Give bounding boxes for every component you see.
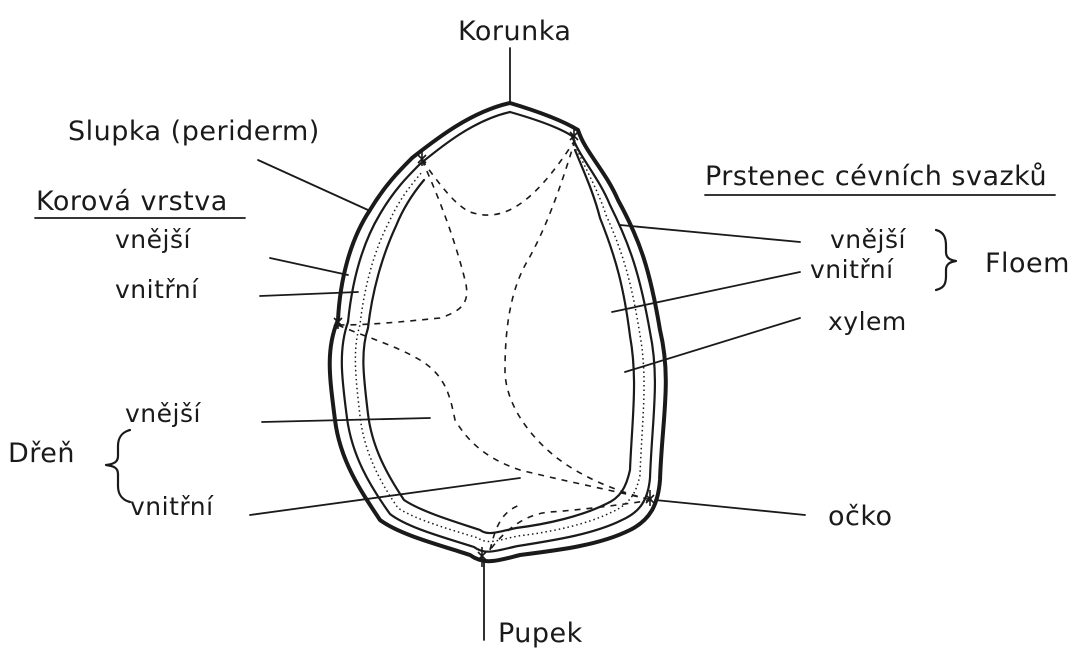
label-dren: Dřeň	[8, 438, 75, 469]
label-prstenec-vnejsi: vnější	[830, 225, 906, 254]
label-dren-vnitrni: vnitřní	[130, 492, 214, 521]
label-pupek: Pupek	[498, 618, 583, 649]
floem-brace	[936, 230, 956, 290]
label-ocko: očko	[828, 501, 893, 532]
label-slupka: Slupka (periderm)	[68, 116, 320, 147]
ocko-leader	[655, 500, 805, 515]
korova-vnitrni-leader	[260, 292, 358, 296]
label-xylem: xylem	[828, 307, 907, 336]
vascular-ring-outline	[355, 145, 644, 542]
label-korova-vnitrni: vnitřní	[115, 275, 199, 304]
korova-vnejsi-leader	[270, 258, 348, 275]
dren-vnitrni-leader	[250, 478, 520, 515]
slupka-leader	[258, 160, 368, 210]
medulla-dashed-lines	[338, 140, 652, 550]
label-korova-vnejsi: vnější	[115, 225, 191, 254]
floem-vnejsi-leader	[620, 225, 800, 242]
label-prstenec: Prstenec cévních svazků	[705, 161, 1047, 192]
label-korova-vrstva: Korová vrstva	[36, 186, 228, 217]
dren-brace	[106, 430, 130, 502]
label-prstenec-vnitrni: vnitřní	[810, 255, 894, 284]
label-korunka: Korunka	[458, 16, 571, 47]
cortex-inner-boundary	[363, 150, 634, 533]
floem-vnitrni-leader	[612, 272, 800, 312]
label-floem: Floem	[985, 248, 1070, 279]
tuber-outer-outline	[330, 103, 666, 561]
label-dren-vnejsi: vnější	[125, 399, 201, 428]
